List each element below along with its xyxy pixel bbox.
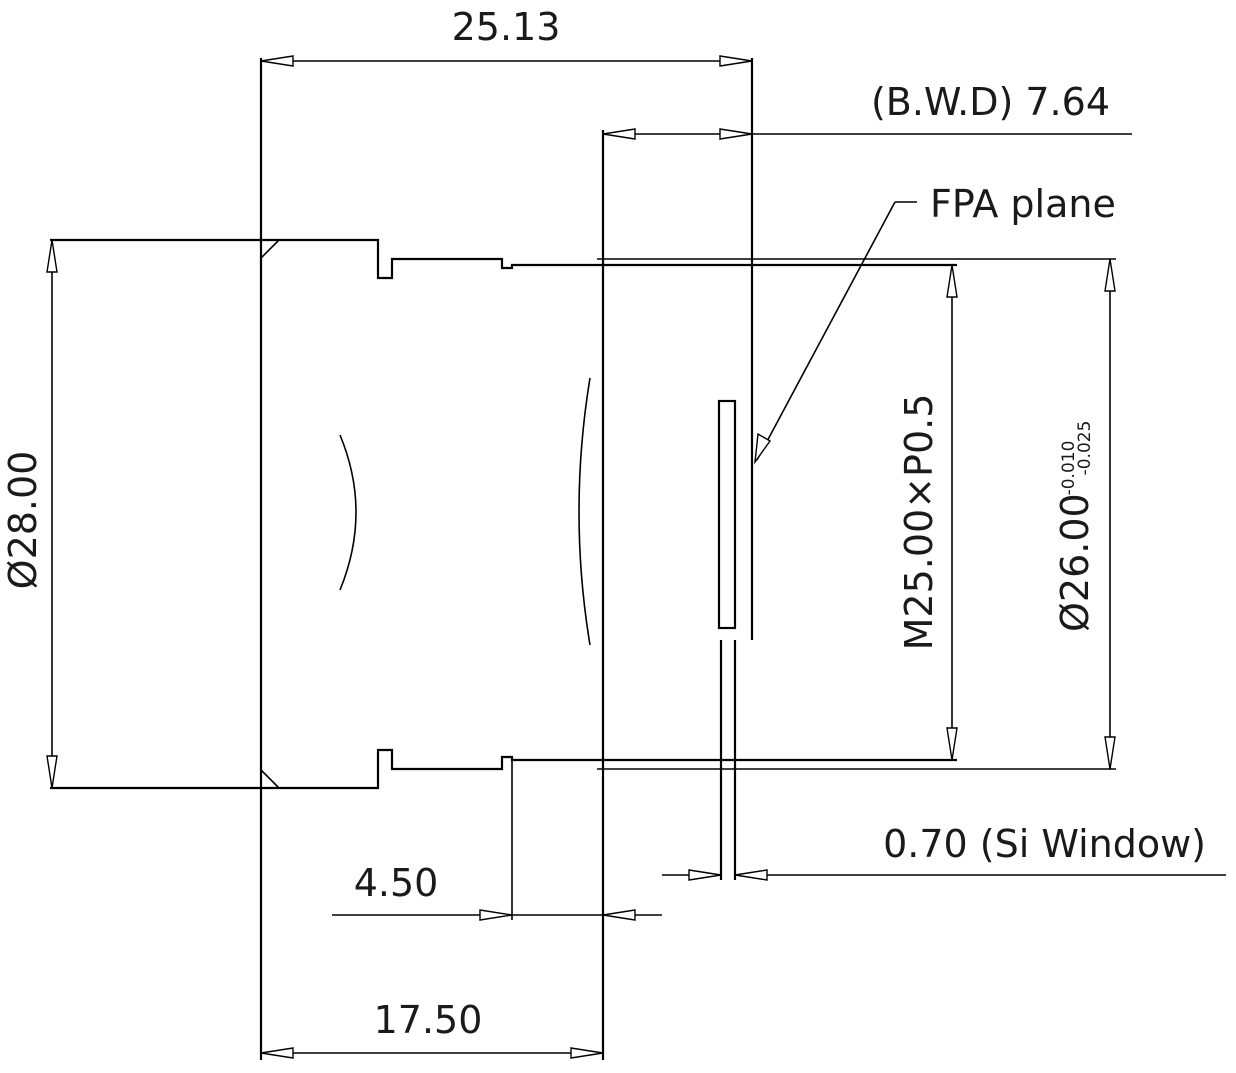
dim-bwd: (B.W.D) 7.64: [602, 80, 1132, 140]
dim-overall-length-label: 25.13: [452, 5, 561, 49]
dim-pilot-diameter-label: Ø26.00: [1053, 493, 1097, 632]
si-window: [717, 399, 737, 630]
front-lens-surface: [339, 434, 357, 591]
lens-body-outline: [50, 58, 1116, 1060]
dim-overall-length: 25.13: [260, 5, 753, 67]
fpa-label: FPA plane: [930, 182, 1116, 226]
dim-17-50-label: 17.50: [374, 998, 483, 1042]
thread-spec-label: M25.00×P0.5: [897, 394, 941, 651]
dim-17-50: 17.50: [260, 998, 604, 1059]
rear-lens-surface: [578, 377, 591, 646]
dim-window: 0.70 (Si Window): [662, 822, 1226, 881]
dim-thread: M25.00×P0.5: [897, 264, 958, 761]
dim-bwd-label: (B.W.D) 7.64: [871, 80, 1110, 124]
dim-pilot-diameter: Ø26.00 -0.010 -0.025: [1053, 258, 1116, 770]
dim-4-50: 4.50: [332, 760, 662, 921]
dim-window-label: 0.70 (Si Window): [883, 822, 1206, 866]
fpa-leader: FPA plane: [754, 182, 1116, 465]
dim-outer-diameter: Ø28.00: [1, 239, 58, 789]
tolerance-lower: -0.025: [1075, 421, 1095, 476]
dim-outer-diameter-label: Ø28.00: [1, 451, 45, 590]
dim-4-50-label: 4.50: [354, 861, 439, 905]
tolerance-upper: -0.010: [1059, 441, 1079, 496]
